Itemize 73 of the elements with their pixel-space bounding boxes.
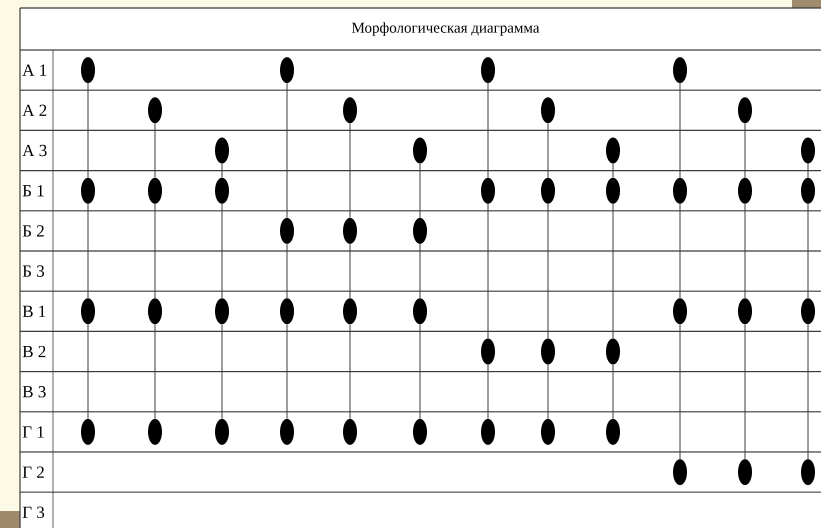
dot: [606, 418, 620, 445]
dot: [801, 138, 815, 164]
dot: [801, 178, 815, 204]
dot: [148, 97, 162, 124]
dot: [541, 338, 555, 364]
dot: [673, 178, 687, 204]
dot: [148, 178, 162, 204]
dot: [148, 418, 162, 445]
dot: [343, 298, 357, 324]
dot: [481, 418, 495, 445]
dot: [413, 138, 427, 164]
connector-line: [286, 324, 288, 420]
dot: [343, 418, 357, 445]
dot: [606, 338, 620, 364]
row-label: Г 2: [22, 466, 44, 478]
dot: [81, 298, 95, 324]
dot: [738, 459, 752, 486]
connector-line: [286, 244, 288, 299]
dot: [481, 178, 495, 204]
dot: [541, 418, 555, 445]
dot: [738, 298, 752, 324]
dot: [801, 459, 815, 486]
connector-line: [612, 163, 614, 178]
row-label: Б 3: [22, 265, 44, 277]
connector-line: [154, 123, 156, 178]
dot: [343, 97, 357, 124]
dot: [481, 338, 495, 364]
connector-line: [744, 203, 746, 299]
dot: [413, 298, 427, 324]
connector-line: [612, 364, 614, 420]
dot: [343, 218, 357, 244]
dot: [215, 138, 229, 164]
dot: [215, 178, 229, 204]
dot: [606, 178, 620, 204]
dot: [673, 298, 687, 324]
dot: [413, 418, 427, 445]
row-label: Б 2: [22, 225, 44, 237]
dot: [215, 298, 229, 324]
row-label: В 2: [22, 346, 46, 358]
dot: [673, 459, 687, 486]
dot: [801, 298, 815, 324]
dot: [541, 97, 555, 124]
row-label: А 3: [22, 144, 47, 156]
connector-line: [154, 324, 156, 420]
row-label: Г 3: [22, 506, 44, 518]
dot: [81, 418, 95, 445]
dot: [280, 57, 294, 84]
connector-line: [744, 123, 746, 178]
table-title: Морфологическая диаграмма: [352, 22, 540, 36]
dot: [541, 178, 555, 204]
dot: [148, 298, 162, 324]
row-label: В 1: [22, 306, 46, 317]
connector-line: [744, 324, 746, 460]
dot: [481, 57, 495, 84]
connector-line: [612, 203, 614, 339]
dot: [81, 178, 95, 204]
dot: [413, 218, 427, 244]
row-label: Г 1: [22, 426, 44, 438]
connector-line: [286, 82, 288, 218]
dot: [280, 218, 294, 244]
dot: [215, 418, 229, 445]
connector-line: [154, 203, 156, 299]
dot: [738, 97, 752, 124]
dot: [280, 418, 294, 445]
dot: [81, 57, 95, 84]
dot: [738, 178, 752, 204]
row-label: В 3: [22, 386, 46, 398]
row-label: А 1: [22, 64, 46, 76]
dot: [673, 57, 687, 84]
row-label: Б 1: [22, 185, 44, 196]
row-label: А 2: [22, 104, 46, 116]
dot: [280, 298, 294, 324]
dot: [606, 138, 620, 164]
